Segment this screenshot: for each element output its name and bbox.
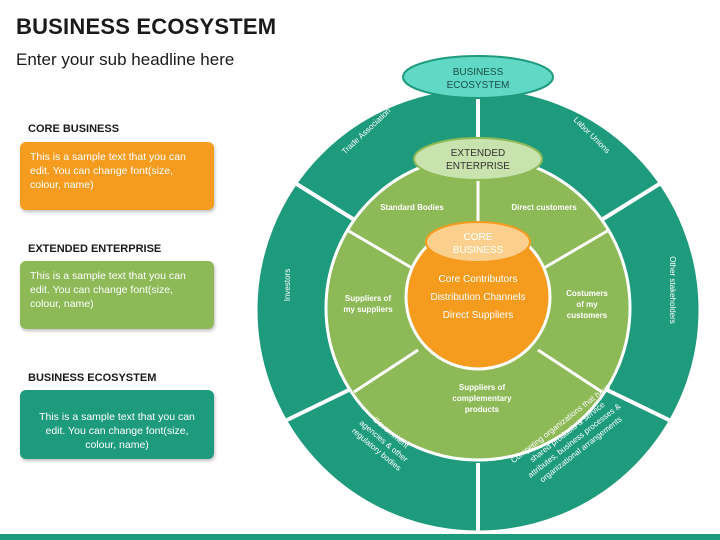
core-business-card: This is a sample text that you can edit.… bbox=[20, 142, 214, 210]
core-item-contributors: Core Contributors bbox=[439, 274, 518, 285]
segment-complementary-line3: products bbox=[465, 405, 500, 414]
segment-suppliers-line2: my suppliers bbox=[343, 305, 393, 314]
footer-bar bbox=[0, 534, 720, 540]
page-subtitle: Enter your sub headline here bbox=[16, 50, 235, 69]
business-ecosystem-card: This is a sample text that you can edit.… bbox=[20, 390, 214, 459]
page-title: BUSINESS ECOSYSTEM bbox=[16, 14, 277, 39]
ecosystem-pill: BUSINESS ECOSYSTEM bbox=[402, 55, 554, 99]
segment-direct-customers: Direct customers bbox=[511, 203, 577, 212]
segment-other-stakeholders: Other stakeholders bbox=[668, 256, 677, 324]
segment-complementary-line1: Suppliers of bbox=[459, 383, 506, 392]
extended-pill: EXTENDED ENTERPRISE bbox=[413, 137, 543, 181]
segment-suppliers-line1: Suppliers of bbox=[345, 294, 392, 303]
segment-costumers-line1: Costumers bbox=[566, 289, 608, 298]
segment-government: Government agencies & other regulatory b… bbox=[350, 415, 411, 473]
segment-costumers-line3: customers bbox=[567, 311, 608, 320]
extended-enterprise-label: EXTENDED ENTERPRISE bbox=[28, 243, 162, 255]
extended-enterprise-card: This is a sample text that you can edit.… bbox=[20, 261, 214, 329]
core-items: Core Contributors Distribution Channels … bbox=[430, 274, 525, 321]
extended-segment-labels: Standard Bodies Direct customers Costume… bbox=[343, 203, 608, 414]
segment-investors: Investors bbox=[283, 269, 292, 301]
ecosystem-separators bbox=[285, 88, 671, 532]
extended-pill-line1: EXTENDED bbox=[451, 148, 505, 159]
extended-pill-line2: ENTERPRISE bbox=[446, 161, 510, 172]
segment-costumers-line2: of my bbox=[576, 300, 598, 309]
segment-complementary-line2: complementary bbox=[452, 394, 512, 403]
segment-standard-bodies: Standard Bodies bbox=[380, 203, 444, 212]
core-pill-line2: BUSINESS bbox=[453, 245, 504, 256]
ecosystem-pill-line1: BUSINESS bbox=[453, 67, 504, 78]
business-ecosystem-label: BUSINESS ECOSYSTEM bbox=[28, 372, 157, 384]
core-pill-line1: CORE bbox=[464, 232, 493, 243]
ecosystem-pill-line2: ECOSYSTEM bbox=[447, 80, 510, 91]
core-business-label: CORE BUSINESS bbox=[28, 123, 120, 135]
core-item-distribution: Distribution Channels bbox=[430, 292, 525, 303]
core-pill: CORE BUSINESS bbox=[425, 221, 531, 263]
core-item-suppliers: Direct Suppliers bbox=[443, 310, 514, 321]
